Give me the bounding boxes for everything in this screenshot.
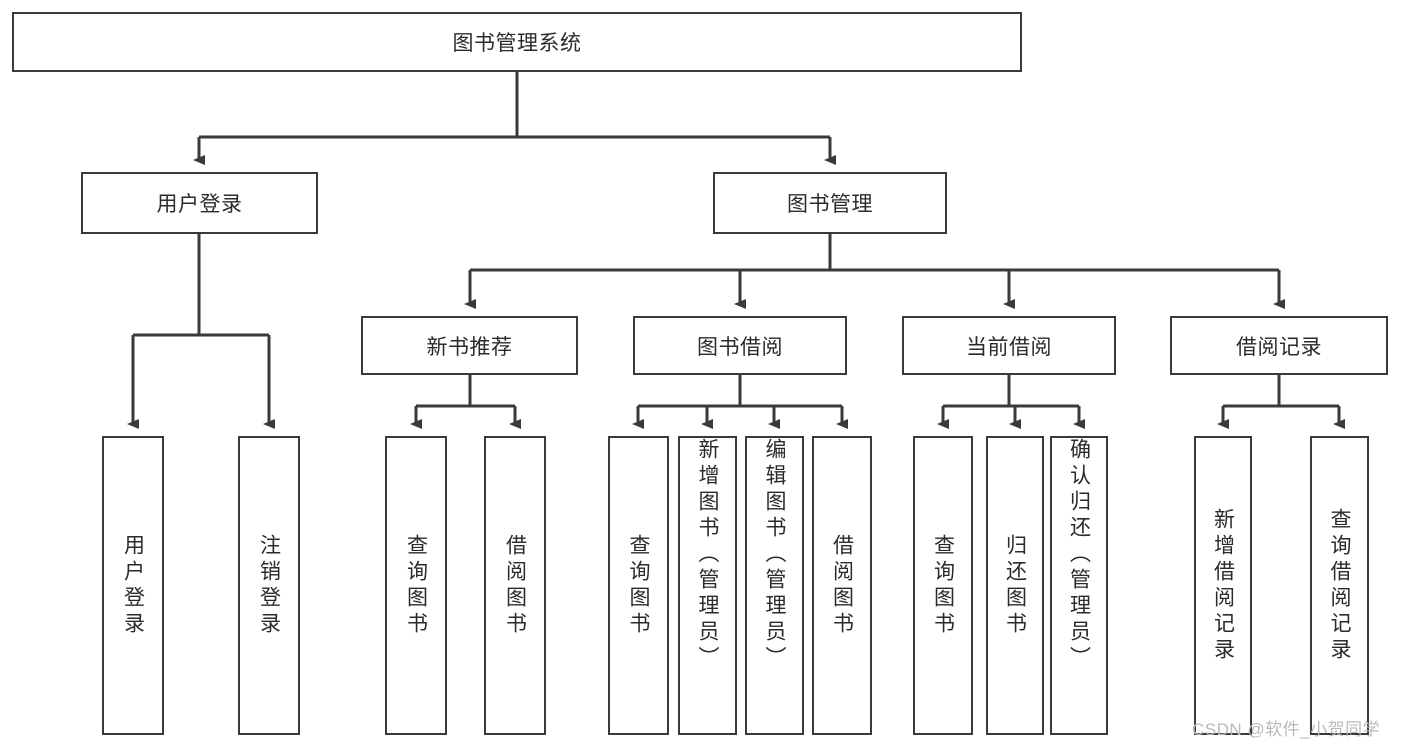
node-root[interactable]: 图书管理系统: [12, 12, 1022, 72]
node-leaf-borrow-book-1[interactable]: 借阅图书: [484, 436, 546, 735]
node-current-borrow-label: 当前借阅: [966, 335, 1052, 359]
node-leaf-query-book-3[interactable]: 查询图书: [913, 436, 973, 735]
node-leaf-confirm-return[interactable]: 确认归还（管理员）: [1050, 436, 1108, 735]
node-leaf-query-book-2-label: 查询图书: [627, 533, 650, 638]
node-leaf-query-book-1-label: 查询图书: [404, 533, 428, 638]
node-book-manage[interactable]: 图书管理: [713, 172, 947, 234]
node-leaf-logout[interactable]: 注销登录: [238, 436, 300, 735]
node-leaf-query-book-1[interactable]: 查询图书: [385, 436, 447, 735]
node-leaf-add-record[interactable]: 新增借阅记录: [1194, 436, 1252, 735]
node-current-borrow[interactable]: 当前借阅: [902, 316, 1116, 375]
node-book-borrow-label: 图书借阅: [697, 335, 783, 359]
node-root-label: 图书管理系统: [452, 32, 582, 55]
node-leaf-query-record-label: 查询借阅记录: [1328, 507, 1351, 664]
node-borrow-record[interactable]: 借阅记录: [1170, 316, 1388, 375]
node-leaf-borrow-book-1-label: 借阅图书: [503, 533, 527, 638]
node-leaf-user-login[interactable]: 用户登录: [102, 436, 164, 735]
node-leaf-add-book-label: 新增图书（管理员）: [696, 438, 719, 672]
node-leaf-query-record[interactable]: 查询借阅记录: [1310, 436, 1369, 735]
node-leaf-add-record-label: 新增借阅记录: [1211, 507, 1235, 664]
csdn-watermark: CSDN @软件_小贺同学: [1192, 720, 1381, 739]
node-leaf-edit-book-label: 编辑图书（管理员）: [763, 438, 786, 672]
node-leaf-return-book[interactable]: 归还图书: [986, 436, 1044, 735]
node-book-manage-label: 图书管理: [787, 193, 873, 216]
node-leaf-user-login-label: 用户登录: [121, 533, 145, 638]
node-user-login-label: 用户登录: [156, 193, 243, 216]
node-leaf-return-book-label: 归还图书: [1003, 533, 1027, 638]
node-leaf-borrow-book-2-label: 借阅图书: [830, 533, 854, 638]
node-leaf-add-book[interactable]: 新增图书（管理员）: [678, 436, 737, 735]
node-leaf-logout-label: 注销登录: [257, 533, 281, 638]
node-new-book-recommend-label: 新书推荐: [426, 335, 513, 359]
node-leaf-borrow-book-2[interactable]: 借阅图书: [812, 436, 872, 735]
node-leaf-query-book-2[interactable]: 查询图书: [608, 436, 669, 735]
node-user-login[interactable]: 用户登录: [81, 172, 318, 234]
node-book-borrow[interactable]: 图书借阅: [633, 316, 847, 375]
node-leaf-query-book-3-label: 查询图书: [931, 533, 955, 638]
node-leaf-confirm-return-label: 确认归还（管理员）: [1067, 438, 1091, 672]
node-borrow-record-label: 借阅记录: [1236, 335, 1322, 359]
node-leaf-edit-book[interactable]: 编辑图书（管理员）: [745, 436, 804, 735]
node-new-book-recommend[interactable]: 新书推荐: [361, 316, 578, 375]
